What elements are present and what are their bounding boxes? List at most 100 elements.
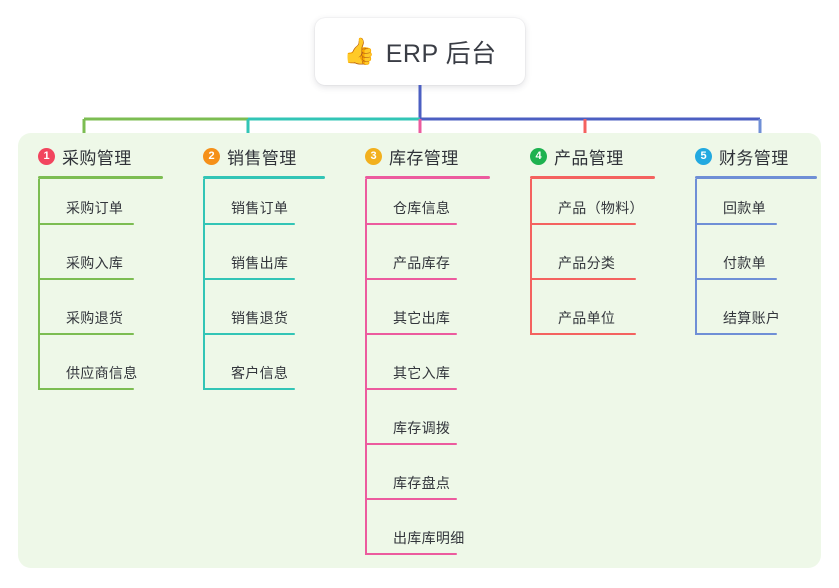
branch-spine (530, 179, 532, 335)
branch-item[interactable]: 采购订单 (38, 179, 183, 234)
branch-item-underline (38, 388, 134, 390)
branch-item-underline (695, 333, 777, 335)
branch-item-underline (203, 388, 295, 390)
branch-item-underline (365, 553, 457, 555)
branch-item[interactable]: 其它入库 (365, 344, 510, 399)
branch-item-underline (38, 223, 134, 225)
branch-index-badge: 2 (203, 147, 220, 165)
thumbs-up-icon: 👍 (343, 36, 376, 67)
branch-item-list: 仓库信息产品库存其它出库其它入库库存调拨库存盘点出库库明细 (365, 179, 510, 564)
branch-index-badge: 3 (365, 147, 382, 165)
branch-item[interactable]: 出库库明细 (365, 509, 510, 564)
branch-header[interactable]: 4 产品管理 (510, 143, 675, 169)
branch-item-underline (38, 333, 134, 335)
branch-item[interactable]: 产品（物料） (530, 179, 675, 234)
branch-item-label: 采购退货 (66, 310, 124, 326)
branch-item-underline (365, 443, 457, 445)
branch-item[interactable]: 销售出库 (203, 234, 345, 289)
branch-item-label: 仓库信息 (393, 200, 451, 216)
branch-item-underline (203, 223, 295, 225)
branch-item-underline (530, 223, 636, 225)
branch-item-label: 采购入库 (66, 255, 124, 271)
root-node-card[interactable]: 👍 ERP 后台 (315, 18, 525, 85)
branch-item-label: 销售退货 (231, 310, 289, 326)
branch-underline (695, 176, 817, 179)
branches-panel (18, 133, 821, 568)
branch-item-label: 产品库存 (393, 255, 451, 271)
branch-item-list: 产品（物料） 产品分类产品单位 (530, 179, 675, 344)
branch-item[interactable]: 付款单 (695, 234, 821, 289)
branch-item-list: 回款单付款单结算账户 (695, 179, 821, 344)
branch-underline (203, 176, 325, 179)
branch-item-label: 付款单 (723, 255, 766, 271)
branch-item-underline (695, 278, 777, 280)
branch-header[interactable]: 5 财务管理 (675, 143, 821, 169)
branch-column: 3 库存管理仓库信息产品库存其它出库其它入库库存调拨库存盘点出库库明细 (345, 133, 510, 568)
branch-item[interactable]: 库存盘点 (365, 454, 510, 509)
branch-item-label: 库存盘点 (393, 475, 451, 491)
branch-item-underline (530, 333, 636, 335)
branch-item[interactable]: 采购退货 (38, 289, 183, 344)
branch-item[interactable]: 销售订单 (203, 179, 345, 234)
branch-underline (38, 176, 163, 179)
branch-item-label: 产品（物料） (558, 200, 644, 216)
branch-item[interactable]: 产品库存 (365, 234, 510, 289)
branch-item-underline (530, 278, 636, 280)
branch-title: 财务管理 (719, 148, 789, 168)
branch-item-underline (38, 278, 134, 280)
branch-title: 销售管理 (227, 148, 297, 168)
page-title: ERP 后台 (385, 39, 497, 68)
branch-title: 产品管理 (554, 148, 624, 168)
branch-item-label: 供应商信息 (66, 365, 138, 381)
branch-item-underline (365, 223, 457, 225)
branch-item-label: 出库库明细 (393, 530, 465, 546)
branch-item[interactable]: 产品分类 (530, 234, 675, 289)
branch-header[interactable]: 3 库存管理 (345, 143, 510, 169)
branch-item-label: 回款单 (723, 200, 766, 216)
branch-item-label: 销售出库 (231, 255, 289, 271)
branch-item[interactable]: 回款单 (695, 179, 821, 234)
branch-item-list: 销售订单销售出库销售退货客户信息 (203, 179, 345, 399)
branch-item-label: 其它入库 (393, 365, 451, 381)
branch-index-badge: 4 (530, 147, 547, 165)
branch-item[interactable]: 客户信息 (203, 344, 345, 399)
branch-index-badge: 5 (695, 147, 712, 165)
branch-item-underline (365, 498, 457, 500)
branch-spine (203, 179, 205, 390)
branch-item-label: 产品单位 (558, 310, 616, 326)
branch-spine (695, 179, 697, 335)
branch-column: 4 产品管理产品（物料） 产品分类产品单位 (510, 133, 675, 568)
branch-column: 2 销售管理销售订单销售出库销售退货客户信息 (183, 133, 345, 568)
branch-spine (38, 179, 40, 390)
branch-item[interactable]: 产品单位 (530, 289, 675, 344)
branch-item-label: 采购订单 (66, 200, 124, 216)
branch-spine (365, 179, 367, 555)
branch-item-underline (365, 388, 457, 390)
branch-item[interactable]: 采购入库 (38, 234, 183, 289)
branch-item-underline (203, 278, 295, 280)
branch-item-label: 客户信息 (231, 365, 289, 381)
branch-item-label: 销售订单 (231, 200, 289, 216)
branch-item-underline (365, 278, 457, 280)
branch-column: 5 财务管理回款单付款单结算账户 (675, 133, 821, 568)
branch-title: 库存管理 (389, 148, 459, 168)
branch-item-label: 结算账户 (723, 310, 781, 326)
branch-underline (530, 176, 655, 179)
branch-item[interactable]: 销售退货 (203, 289, 345, 344)
branch-item-label: 库存调拨 (393, 420, 451, 436)
branch-item[interactable]: 仓库信息 (365, 179, 510, 234)
branch-item-underline (203, 333, 295, 335)
branch-item-label: 产品分类 (558, 255, 616, 271)
branch-item[interactable]: 供应商信息 (38, 344, 183, 399)
branch-item[interactable]: 其它出库 (365, 289, 510, 344)
branch-title: 采购管理 (62, 148, 132, 168)
branch-item[interactable]: 结算账户 (695, 289, 821, 344)
branch-item[interactable]: 库存调拨 (365, 399, 510, 454)
branch-item-underline (695, 223, 777, 225)
branch-header[interactable]: 2 销售管理 (183, 143, 345, 169)
branch-underline (365, 176, 490, 179)
branch-item-list: 采购订单采购入库采购退货供应商信息 (38, 179, 183, 399)
